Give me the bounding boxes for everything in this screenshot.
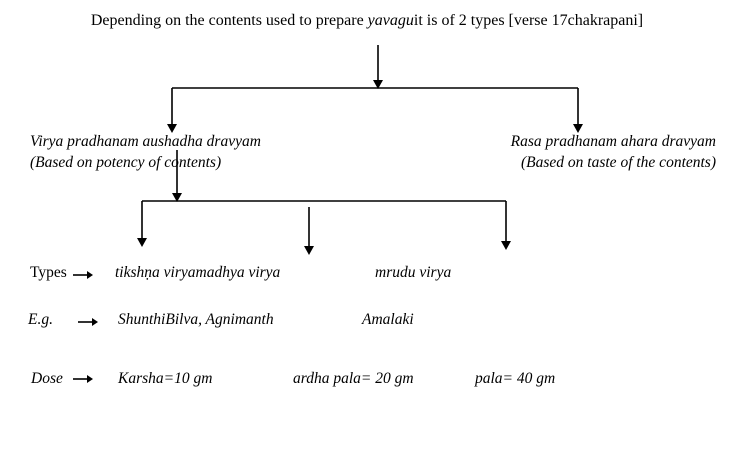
branch-virya-name: Virya pradhanam aushadha dravyam (30, 133, 261, 150)
example-bilva-agnimanth: Bilva, Agnimanth (165, 311, 274, 328)
examples-row-label: E.g. (28, 311, 53, 328)
title-suffix: it is of 2 types [verse 17chakrapani] (413, 12, 644, 29)
arrowhead-type3 (501, 241, 511, 250)
arrowhead-virya-down (172, 193, 182, 202)
dose-karsha: Karsha=10 gm (118, 370, 213, 387)
branch-virya-note: (Based on potency of contents) (30, 154, 222, 171)
arrowhead-left-branch (167, 124, 177, 133)
type-tikshna-virya: tikshṇa virya (115, 264, 196, 281)
types-row-label: Types (30, 264, 67, 281)
branch-virya-pradhanam: Virya pradhanam aushadha dravyam (Based … (30, 131, 261, 173)
arrowhead-type1 (137, 238, 147, 247)
types-values-group: tikshṇa viryamadhya virya (115, 264, 280, 282)
branch-rasa-note: (Based on taste of the contents) (521, 154, 716, 171)
example-shunthi: Shunthi (118, 311, 166, 328)
branch-rasa-pradhanam: Rasa pradhanam ahara dravyam (Based on t… (511, 131, 716, 173)
dose-pala: pala= 40 gm (475, 370, 556, 387)
diagram-title: Depending on the contents used to prepar… (0, 12, 734, 30)
dose-ardha-pala: ardha pala= 20 gm (293, 370, 414, 387)
arrowhead-title-down (373, 80, 383, 89)
arrow-right-icon (77, 315, 99, 333)
arrowhead-type2 (304, 246, 314, 255)
title-prefix: Depending on the contents used to prepar… (90, 12, 368, 29)
type-madhya-virya: madhya virya (195, 264, 281, 281)
examples-values-group: ShunthiBilva, Agnimanth (118, 311, 274, 329)
type-mrudu-virya: mrudu virya (375, 264, 452, 281)
example-amalaki: Amalaki (362, 311, 414, 328)
arrow-right-icon (72, 372, 94, 390)
title-term: yavagu (367, 12, 414, 29)
branch-rasa-name: Rasa pradhanam ahara dravyam (510, 133, 716, 150)
arrow-right-icon (72, 268, 94, 286)
arrowhead-right-branch (573, 124, 583, 133)
dose-row-label: Dose (31, 370, 63, 387)
